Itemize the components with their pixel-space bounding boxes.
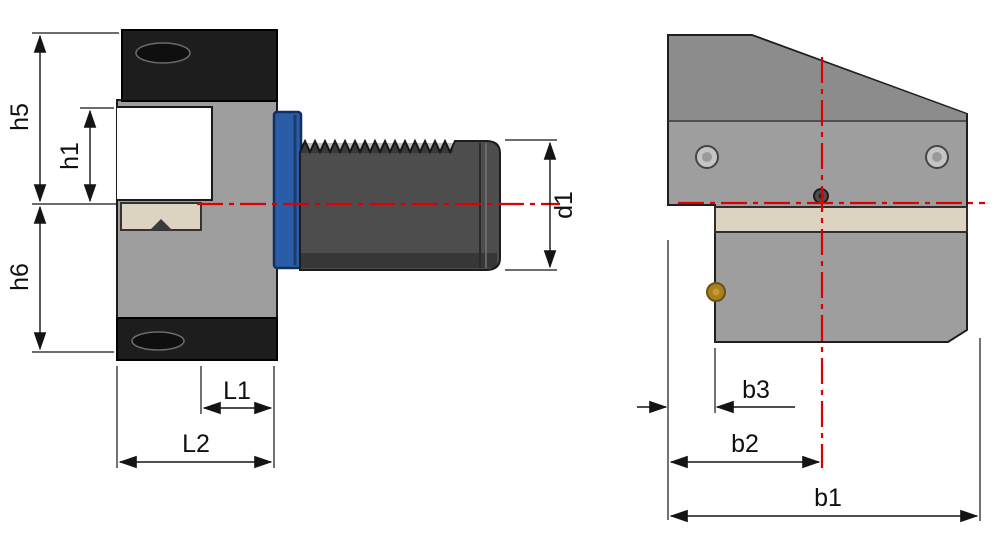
label-b2: b2 bbox=[731, 430, 759, 458]
label-b1: b1 bbox=[814, 484, 842, 512]
flange-ring bbox=[272, 110, 303, 270]
threaded-shank bbox=[299, 138, 501, 271]
top-slot-hole bbox=[135, 42, 191, 64]
front-view: b3 b2 b1 bbox=[637, 34, 985, 523]
label-h1: h1 bbox=[56, 142, 84, 170]
clamp-strip bbox=[714, 206, 968, 233]
label-h5: h5 bbox=[6, 103, 34, 131]
side-view: h5 h1 h6 d1 L1 L2 bbox=[6, 29, 578, 469]
bottom-slot-hole bbox=[131, 331, 185, 351]
mount-hole-left-center bbox=[702, 152, 712, 162]
clamp-insert-notch bbox=[150, 219, 172, 230]
label-L1: L1 bbox=[223, 377, 251, 405]
set-screw-center bbox=[712, 288, 720, 296]
label-L2: L2 bbox=[182, 430, 210, 458]
tool-seat-notch bbox=[117, 106, 213, 201]
thread-shadow bbox=[301, 143, 453, 153]
label-d1: d1 bbox=[550, 191, 578, 219]
front-body-top-band bbox=[669, 36, 966, 121]
top-clamp-block bbox=[121, 29, 278, 102]
mount-hole-right-center bbox=[932, 152, 942, 162]
shank-bottom-shadow bbox=[301, 253, 497, 268]
label-b3: b3 bbox=[742, 376, 770, 404]
label-h6: h6 bbox=[6, 263, 34, 291]
